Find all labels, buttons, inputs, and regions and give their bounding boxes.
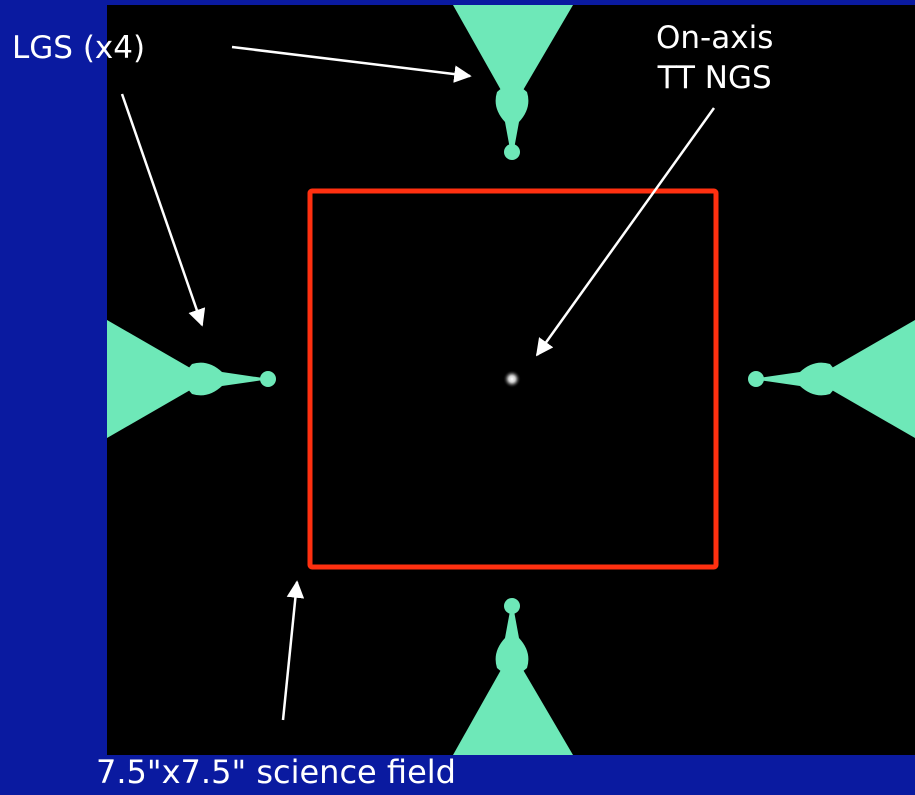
lgs-plume-top [453,5,573,160]
arrow-science-field [281,580,305,721]
tt-ngs-label-line2: TT NGS [657,60,772,96]
science-field-label: 7.5"x7.5" science field [96,753,456,791]
tt-ngs-label: On-axis TT NGS [656,18,773,98]
annotation-arrows [120,45,716,721]
lgs-label: LGS (x4) [12,30,146,66]
lgs-plume-bottom [453,598,573,755]
lgs-plume-right [748,320,915,438]
science-field-box [307,188,719,570]
arrow-lgs-left [120,93,206,327]
lgs-plumes [107,5,915,755]
arrow-ngs [535,107,716,357]
tt-ngs-star [503,370,521,388]
tt-ngs-label-line1: On-axis [656,20,774,56]
arrow-lgs-top [231,45,472,83]
lgs-plume-left [107,320,276,438]
